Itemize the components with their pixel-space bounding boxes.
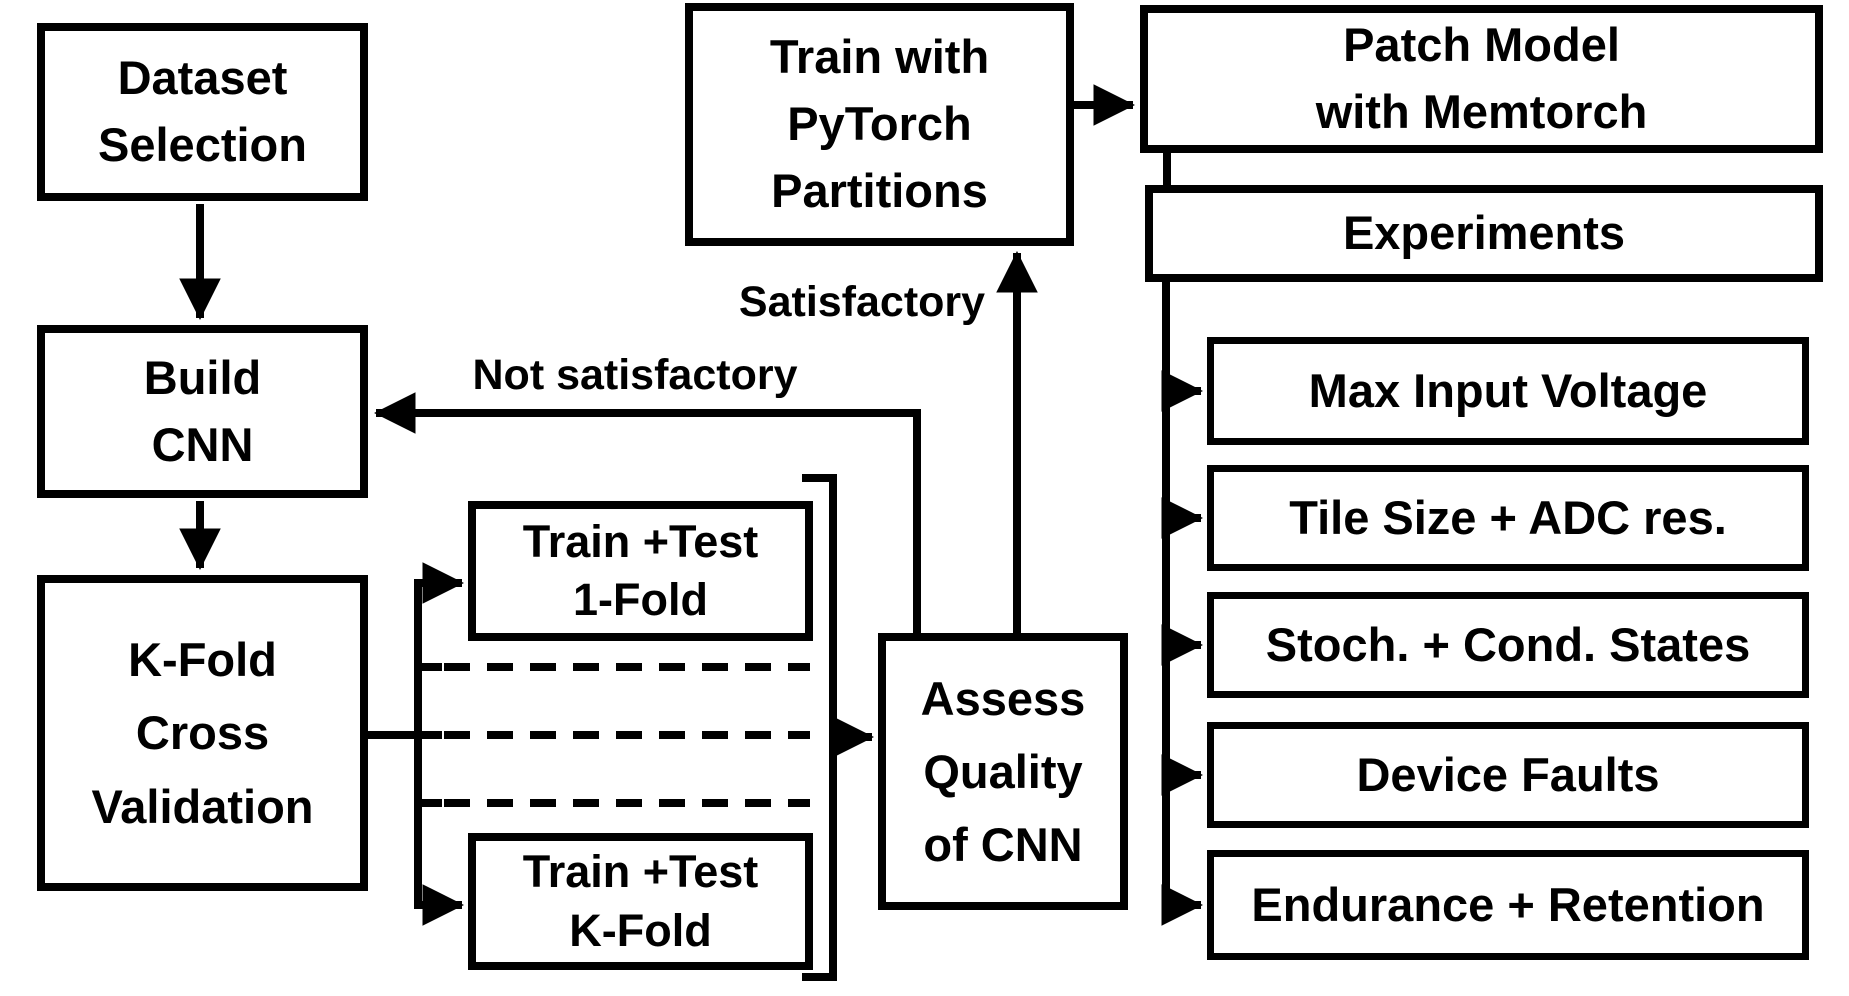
node-train-test-kfold-label: Train +Test K-Fold [522, 846, 759, 956]
node-experiments: Experiments [1145, 185, 1823, 282]
node-train-test-1fold: Train +Test 1-Fold [468, 501, 813, 641]
edge-label-not-satisfactory: Not satisfactory [472, 351, 798, 399]
node-exp-endurance-retention-label: Endurance + Retention [1251, 877, 1765, 931]
node-build-cnn: Build CNN [37, 325, 368, 498]
node-exp-tile-size-adc: Tile Size + ADC res. [1207, 465, 1809, 571]
node-exp-endurance-retention: Endurance + Retention [1207, 850, 1809, 960]
node-exp-max-input-voltage: Max Input Voltage [1207, 337, 1809, 445]
node-patch-model-label: Patch Model with Memtorch [1315, 18, 1648, 138]
node-exp-device-faults-label: Device Faults [1356, 747, 1660, 801]
node-train-pytorch: Train with PyTorch Partitions [685, 3, 1074, 246]
node-exp-tile-size-adc-label: Tile Size + ADC res. [1289, 490, 1727, 544]
edge-label-satisfactory: Satisfactory [738, 278, 986, 326]
node-exp-stoch-cond-states: Stoch. + Cond. States [1207, 592, 1809, 698]
node-kfold-cross-validation-label: K-Fold Cross Validation [91, 633, 314, 833]
node-assess-quality: Assess Quality of CNN [878, 633, 1128, 910]
node-patch-model: Patch Model with Memtorch [1140, 5, 1823, 153]
node-exp-stoch-cond-states-label: Stoch. + Cond. States [1265, 617, 1751, 671]
node-train-test-kfold: Train +Test K-Fold [468, 833, 813, 970]
node-train-pytorch-label: Train with PyTorch Partitions [769, 30, 990, 217]
node-experiments-label: Experiments [1342, 206, 1626, 260]
node-train-test-1fold-label: Train +Test 1-Fold [522, 515, 759, 626]
node-dataset-selection: Dataset Selection [37, 23, 368, 201]
node-kfold-cross-validation: K-Fold Cross Validation [37, 575, 368, 891]
node-build-cnn-label: Build CNN [143, 350, 262, 471]
node-exp-max-input-voltage-label: Max Input Voltage [1308, 363, 1708, 417]
arrow-not-satisfactory [373, 392, 921, 633]
node-exp-device-faults: Device Faults [1207, 722, 1809, 828]
node-dataset-selection-label: Dataset Selection [98, 51, 307, 171]
node-assess-quality-label: Assess Quality of CNN [920, 671, 1086, 872]
